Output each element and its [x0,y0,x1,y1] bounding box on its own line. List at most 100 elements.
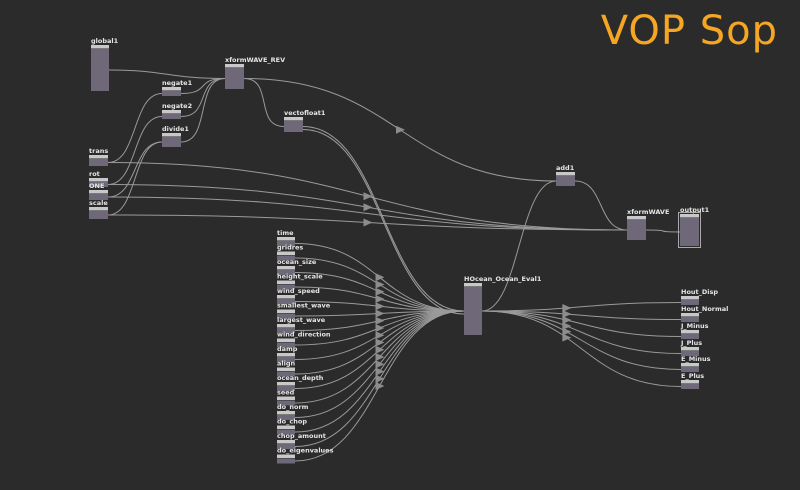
node-ONE[interactable]: ONE [89,182,108,200]
node-body[interactable] [681,351,699,356]
wire-negate1-to-xformWAVE_REV[interactable] [180,78,226,94]
node-body[interactable] [681,367,699,372]
wire-vectofloat1-to-HOcean[interactable] [302,126,465,312]
node-divide1[interactable]: divide1 [162,125,189,147]
wire-scale-to-divide1[interactable] [107,141,163,216]
node-E_Minus[interactable]: E_Minus [681,355,711,372]
node-body[interactable] [627,220,646,240]
wire-xformWAVE_REV-to-vectofloat1[interactable] [243,78,285,127]
node-header[interactable] [89,178,108,182]
node-HOcean[interactable]: HOcean_Ocean_Eval1 [464,275,542,335]
wire-ONE-to-xformWAVE[interactable] [107,196,628,231]
node-align[interactable]: align [277,360,295,377]
node-global1[interactable]: global1 [91,37,119,91]
node-seed[interactable]: seed [277,389,295,406]
node-Hout_Disp[interactable]: Hout_Disp [681,288,718,305]
node-body[interactable] [277,270,295,275]
wire-trans-to-negate1[interactable] [107,93,163,163]
node-body[interactable] [464,287,482,335]
node-header[interactable] [464,283,482,287]
node-body[interactable] [681,384,699,389]
wire-add1-to-xformWAVE[interactable] [574,180,628,231]
node-body[interactable] [681,300,699,305]
node-header[interactable] [225,64,244,68]
node-body[interactable] [277,284,295,290]
node-header[interactable] [277,382,295,386]
node-body[interactable] [681,334,699,339]
node-gridres[interactable]: gridres [277,244,303,261]
wire-xformWAVE-to-output1[interactable] [645,229,681,233]
node-header[interactable] [89,155,108,159]
node-header[interactable] [277,454,295,459]
node-header[interactable] [277,309,295,314]
node-header[interactable] [681,347,699,351]
node-header[interactable] [627,216,646,220]
node-J_Plus[interactable]: J_Plus [680,339,702,356]
node-xformWAVE_REV[interactable]: xformWAVE_REV [225,56,285,89]
node-header[interactable] [277,266,295,270]
node-header[interactable] [277,251,295,256]
node-body[interactable] [162,114,181,119]
node-chop_amount[interactable]: chop_amount [277,432,326,449]
node-header[interactable] [681,330,699,334]
node-header[interactable] [277,367,295,372]
node-body[interactable] [277,429,295,435]
node-header[interactable] [681,363,699,367]
node-time[interactable]: time [277,229,295,246]
node-do_norm[interactable]: do_norm [277,403,309,420]
wire-negate2-to-xformWAVE_REV[interactable] [180,78,226,117]
wire-global1-to-xformWAVE_REV[interactable] [108,69,226,79]
node-body[interactable] [89,159,108,166]
node-header[interactable] [680,214,699,218]
node-ocean_depth[interactable]: ocean_depth [277,374,324,391]
node-header[interactable] [277,295,295,299]
node-negate2[interactable]: negate2 [162,102,192,119]
node-body[interactable] [277,386,295,391]
node-header[interactable] [162,110,181,114]
node-height_scale[interactable]: height_scale [277,273,323,290]
node-body[interactable] [277,415,295,420]
node-body[interactable] [89,211,108,219]
node-scale[interactable]: scale [89,199,108,219]
node-body[interactable] [680,218,699,246]
node-body[interactable] [284,121,303,132]
node-header[interactable] [162,87,181,91]
node-body[interactable] [91,49,109,91]
node-body[interactable] [681,317,699,322]
node-add1[interactable]: add1 [556,164,575,186]
node-trans[interactable]: trans [89,147,108,166]
wire-HOcean-to-J_Minus[interactable] [481,310,682,337]
node-body[interactable] [277,400,295,406]
wire-HOcean-to-E_Minus[interactable] [481,310,682,370]
node-header[interactable] [556,172,575,176]
node-header[interactable] [277,425,295,430]
node-header[interactable] [89,207,108,211]
node-vectofloat1[interactable]: vectofloat1 [284,109,326,132]
wire-vectofloat1-to-HOcean[interactable] [302,129,465,315]
node-header[interactable] [681,296,699,300]
node-wind_direction[interactable]: wind_direction [277,331,331,348]
node-smallest_wave[interactable]: smallest_wave [277,302,331,319]
node-body[interactable] [162,91,181,96]
node-body[interactable] [277,255,295,261]
node-body[interactable] [277,458,295,464]
node-body[interactable] [277,328,295,333]
node-damp[interactable]: damp [277,345,298,362]
node-header[interactable] [277,396,295,401]
node-body[interactable] [162,137,181,147]
node-largest_wave[interactable]: largest_wave [277,316,326,333]
node-header[interactable] [681,380,699,384]
node-rot[interactable]: rot [89,170,108,187]
node-negate1[interactable]: negate1 [162,79,193,96]
node-output1[interactable]: output1 [678,206,710,248]
node-body[interactable] [277,299,295,304]
wire-HOcean-to-E_Plus[interactable] [481,310,682,387]
node-body[interactable] [277,371,295,377]
node-body[interactable] [89,182,108,187]
node-body[interactable] [277,357,295,362]
node-ocean_size[interactable]: ocean_size [277,258,317,275]
node-body[interactable] [277,241,295,246]
node-xformWAVE[interactable]: xformWAVE [627,208,669,240]
